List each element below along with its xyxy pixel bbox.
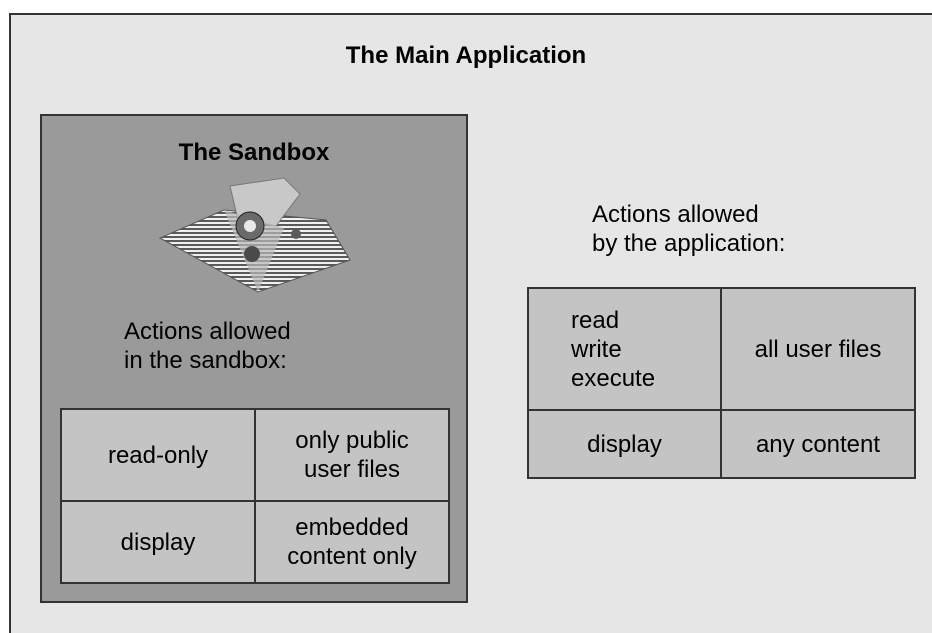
sandbox-scope-cell: only public user files	[254, 408, 450, 502]
sandbox-action-cell: read-only	[60, 408, 256, 502]
sandbox-actions-label-line2: in the sandbox:	[124, 347, 287, 374]
application-scope-cell: any content	[720, 409, 916, 479]
scope-line: only public	[295, 427, 409, 454]
main-application-title: The Main Application	[345, 42, 587, 69]
table-row: read-only only public user files	[60, 408, 450, 502]
sandbox-icon	[158, 177, 351, 293]
sandbox-action-cell: display	[60, 500, 256, 584]
application-actions-label: Actions allowed by the application:	[592, 200, 785, 258]
sandbox-permissions-table: read-only only public user files display…	[60, 408, 450, 584]
action-item: execute	[571, 364, 656, 392]
sandbox-actions-label-line1: Actions allowed	[124, 318, 291, 345]
application-actions-label-line2: by the application:	[592, 230, 786, 257]
table-row: display any content	[527, 409, 916, 479]
application-actions-label-line1: Actions allowed	[592, 201, 759, 228]
table-row: read write execute all user files	[527, 287, 916, 411]
application-scope-cell: all user files	[720, 287, 916, 411]
sandbox-actions-label: Actions allowed in the sandbox:	[124, 317, 291, 375]
application-action-cell: read write execute	[527, 287, 722, 411]
sandbox-title: The Sandbox	[178, 139, 330, 166]
application-permissions-table: read write execute all user files displa…	[527, 287, 916, 479]
action-item: read	[571, 306, 620, 334]
sandbox-scope-cell: embedded content only	[254, 500, 450, 584]
application-action-cell: display	[527, 409, 722, 479]
scope-line: embedded	[295, 514, 409, 541]
table-row: display embedded content only	[60, 500, 450, 584]
scope-line: content only	[287, 543, 417, 570]
action-item: write	[571, 335, 622, 363]
scope-line: user files	[303, 456, 401, 483]
